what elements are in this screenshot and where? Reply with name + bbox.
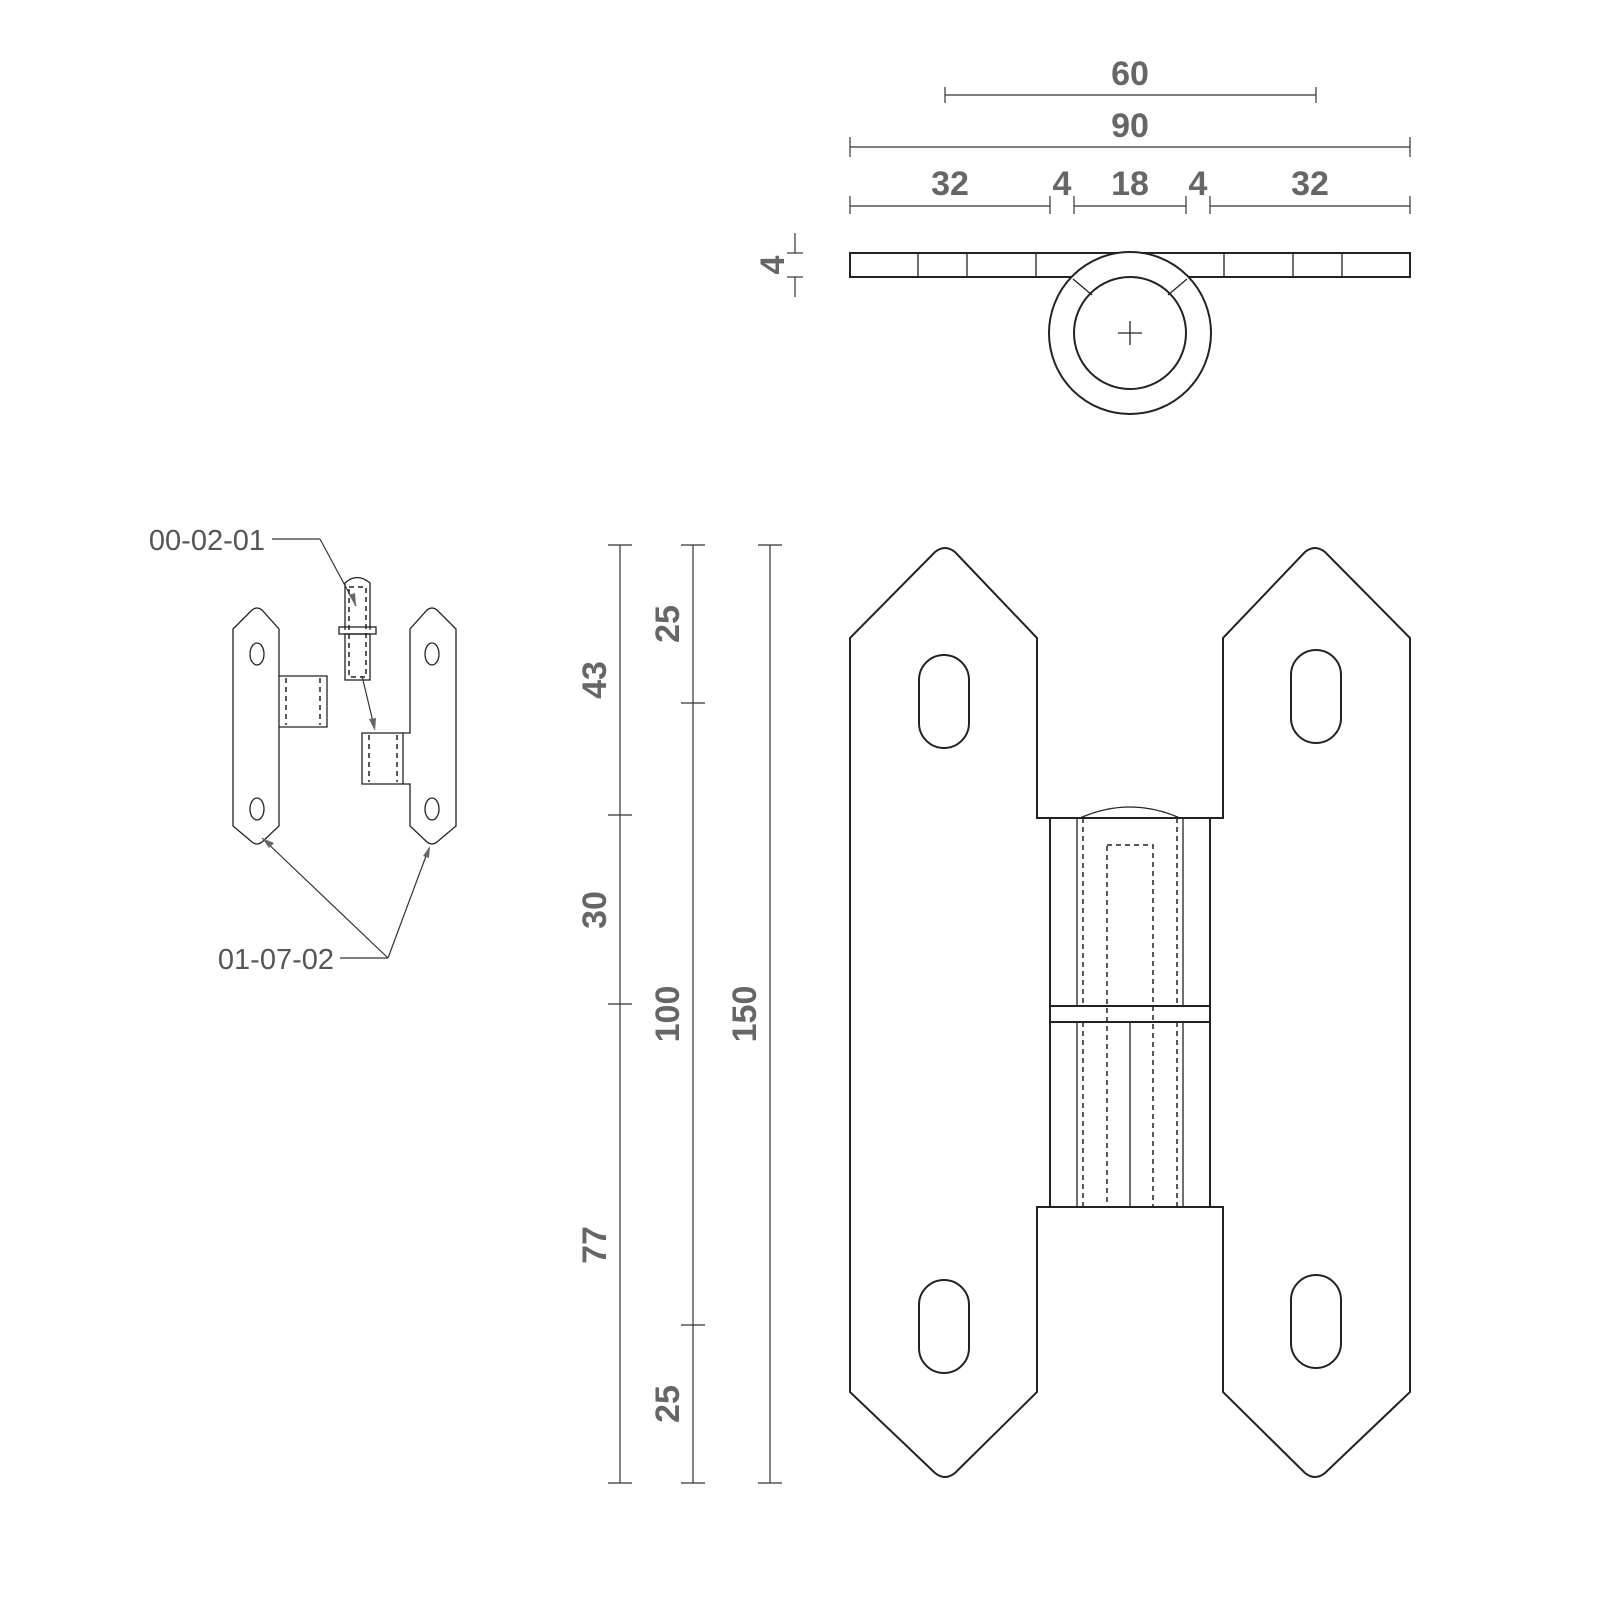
exploded-left-top-hole xyxy=(249,642,265,666)
dim-thickness-text: 4 xyxy=(754,255,792,274)
left-leaf xyxy=(849,547,1051,1478)
exploded-pin-body xyxy=(344,633,371,681)
dim-25-bottom-text: 25 xyxy=(649,1385,687,1423)
dim-line-150 xyxy=(758,544,782,1484)
callout-pin-assembly-arrow xyxy=(361,675,375,727)
dim-4-left-text: 4 xyxy=(1053,165,1072,203)
dim-line-43-30-77 xyxy=(608,544,632,1484)
left-bottom-slot xyxy=(918,1279,970,1374)
dim-150-text: 150 xyxy=(726,986,764,1043)
front-view: 43 30 77 25 100 25 150 xyxy=(576,544,1411,1484)
dim-60-text: 60 xyxy=(1111,55,1149,93)
dim-32-left-text: 32 xyxy=(931,165,969,203)
right-leaf xyxy=(1209,547,1411,1478)
dim-18-text: 18 xyxy=(1111,165,1149,203)
dim-25-top-text: 25 xyxy=(649,605,687,643)
exploded-left-leaf xyxy=(232,607,328,845)
dim-30-text: 30 xyxy=(576,891,614,929)
knuckle-washer xyxy=(1049,1005,1211,1023)
dim-chain-line xyxy=(849,196,1411,214)
knuckle-inner xyxy=(1073,276,1187,390)
callout-pin-label: 00-02-01 xyxy=(149,525,265,557)
exploded-right-top-hole xyxy=(424,642,440,666)
dim-90-text: 90 xyxy=(1111,107,1149,145)
exploded-left-bottom-hole xyxy=(249,797,265,821)
dim-77-text: 77 xyxy=(576,1226,614,1264)
dim-line-25-100-25 xyxy=(681,544,705,1484)
hidden-lines xyxy=(1082,818,1178,1208)
exploded-right-knuckle-hidden xyxy=(368,735,398,782)
callout-assembly-arrowhead xyxy=(369,718,376,731)
center-mark xyxy=(1118,321,1142,345)
right-top-slot xyxy=(1290,649,1342,744)
exploded-pin-hidden xyxy=(348,586,367,678)
dim-32-right-text: 32 xyxy=(1291,165,1329,203)
callout-leaf-arrow-left xyxy=(262,838,274,848)
exploded-pin-head xyxy=(344,576,371,630)
callout-pin-leader xyxy=(272,538,357,607)
callout-leaf-arrow-right xyxy=(423,846,430,858)
callout-leaf-label: 01-07-02 xyxy=(218,944,334,976)
top-view: 60 90 32 4 18 4 32 xyxy=(754,55,1411,415)
knuckle-joint-right xyxy=(1167,278,1188,296)
pin-head xyxy=(1079,806,1181,819)
exploded-view: 00-02-01 01-07-02 xyxy=(149,525,457,976)
dim-100-text: 100 xyxy=(649,986,687,1043)
knuckle-edges xyxy=(1076,818,1184,1207)
dim-line-60 xyxy=(944,87,1317,103)
dim-4-right-text: 4 xyxy=(1189,165,1208,203)
upper-knuckle xyxy=(1049,817,1211,1007)
callout-leaf-leader xyxy=(261,837,430,959)
right-bottom-slot xyxy=(1290,1274,1342,1369)
knuckle-joint-left xyxy=(1072,278,1093,296)
exploded-right-leaf xyxy=(361,607,457,845)
plate-segment-lines xyxy=(917,253,1343,277)
exploded-left-knuckle-hidden xyxy=(285,678,321,725)
dim-43-text: 43 xyxy=(576,661,614,699)
dim-line-thickness xyxy=(787,233,803,297)
left-top-slot xyxy=(918,654,970,749)
callout-pin-arrow xyxy=(349,593,356,606)
exploded-right-bottom-hole xyxy=(424,797,440,821)
dim-line-90 xyxy=(849,137,1411,157)
